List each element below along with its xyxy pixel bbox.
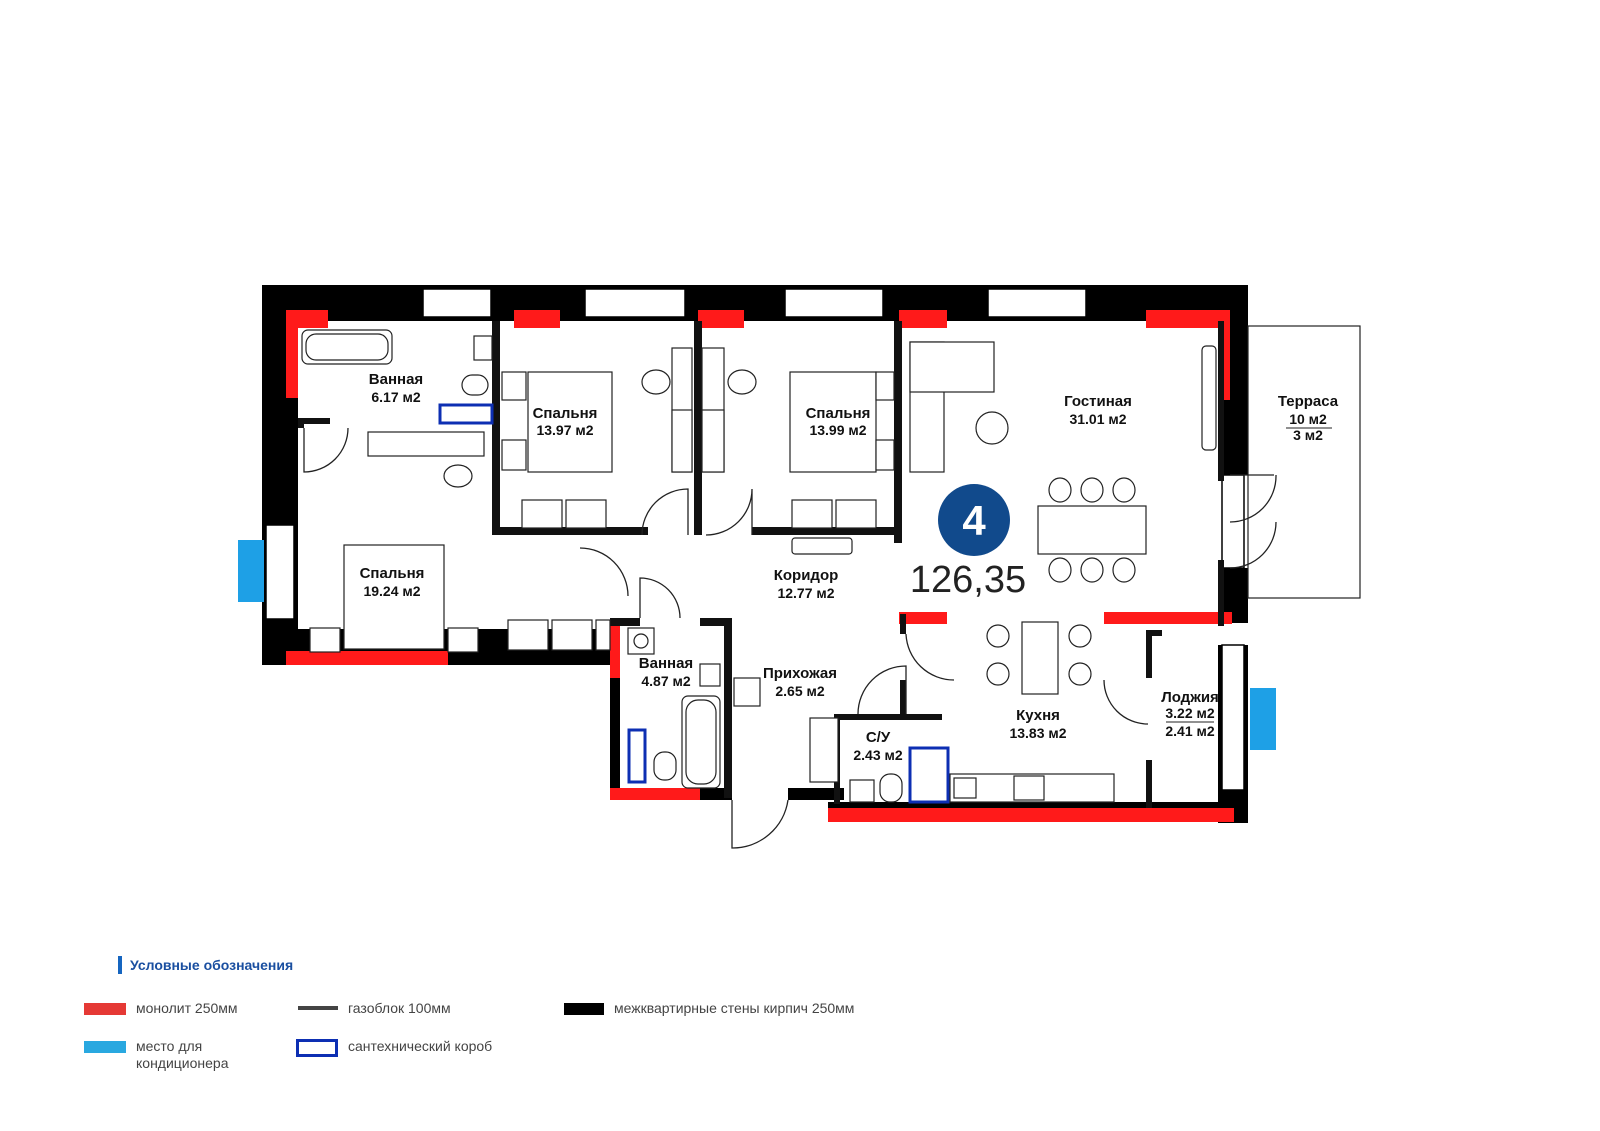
legend-swatch-ac <box>84 1041 126 1053</box>
room-area: 6.17 м2 <box>371 389 420 405</box>
room-area: 31.01 м2 <box>1069 411 1126 427</box>
room-area: 13.99 м2 <box>809 422 866 438</box>
room-area: 2.43 м2 <box>853 747 902 763</box>
windows-top <box>422 288 1087 318</box>
room-name: Кухня <box>1016 707 1060 724</box>
cabinet-icon <box>733 677 761 707</box>
ac-place-left <box>238 540 264 602</box>
legend-title: Условные обозначения <box>118 956 293 974</box>
ac-place-right <box>1250 688 1276 750</box>
room-name: Лоджия <box>1161 689 1219 706</box>
room-name: Прихожая <box>763 665 837 682</box>
total-area: 126,35 <box>910 559 1026 601</box>
room-area: 19.24 м2 <box>363 583 420 599</box>
room-area: 4.87 м2 <box>641 673 690 689</box>
room-name: Ванная <box>369 371 423 388</box>
room-name: Спальня <box>360 565 425 582</box>
ac-places <box>238 540 1276 750</box>
rooms-count-badge <box>938 484 1010 556</box>
room-area: 13.83 м2 <box>1009 725 1066 741</box>
legend-swatch-brick <box>564 1003 604 1015</box>
room-area: 3 м2 <box>1293 427 1323 443</box>
bed-icon <box>343 544 445 650</box>
legend-swatch-monolith <box>84 1003 126 1015</box>
room-area: 3.22 м2 <box>1165 705 1214 721</box>
stove-icon <box>1013 775 1045 801</box>
room-name: Ванная <box>639 655 693 672</box>
room-area: 10 м2 <box>1289 411 1327 427</box>
bed-icon <box>527 371 613 473</box>
room-name: С/У <box>866 729 891 746</box>
plumbing-boxes <box>438 403 950 804</box>
furniture <box>301 329 1217 803</box>
room-area: 2.65 м2 <box>775 683 824 699</box>
room-area: 2.41 м2 <box>1165 723 1214 739</box>
doors <box>303 427 1277 849</box>
interior-walls <box>298 321 1224 808</box>
toilet-icon <box>879 773 903 803</box>
bed-icon <box>789 371 877 473</box>
room-name: Спальня <box>806 405 871 422</box>
rooms-count: 4 <box>962 497 986 544</box>
room-name: Терраса <box>1278 393 1339 410</box>
legend-swatch-plumbing <box>296 1039 338 1057</box>
kitchen-table-icon <box>1021 621 1059 695</box>
coffee-table-icon <box>975 411 1009 445</box>
room-name: Гостиная <box>1064 393 1132 410</box>
legend-item-plumbing: сантехнический короб <box>348 1038 493 1054</box>
toilet-icon <box>461 374 489 396</box>
sink-icon <box>849 779 875 803</box>
legend-swatch-gasblock <box>298 1006 338 1010</box>
tv-icon <box>1201 345 1217 451</box>
vanity-icon <box>367 431 485 457</box>
terrace-outline <box>1247 325 1361 599</box>
sink-icon <box>473 335 493 361</box>
toilet-icon <box>653 751 677 781</box>
legend-item-brick: межквартирные стены кирпич 250мм <box>614 1000 855 1016</box>
room-labels: Ванная 6.17 м2 Спальня 13.97 м2 Спальня … <box>360 371 1339 763</box>
legend-item-gasblock: газоблок 100мм <box>348 1000 451 1016</box>
dining-table-icon <box>1037 505 1147 555</box>
legend-item-ac: место для кондиционера <box>136 1038 229 1071</box>
sink-icon <box>699 663 721 687</box>
room-area: 12.77 м2 <box>777 585 834 601</box>
legend-item-monolith: монолит 250мм <box>136 1000 238 1016</box>
sink-icon <box>953 777 977 799</box>
room-name: Коридор <box>774 567 839 584</box>
room-name: Спальня <box>533 405 598 422</box>
room-area: 13.97 м2 <box>536 422 593 438</box>
